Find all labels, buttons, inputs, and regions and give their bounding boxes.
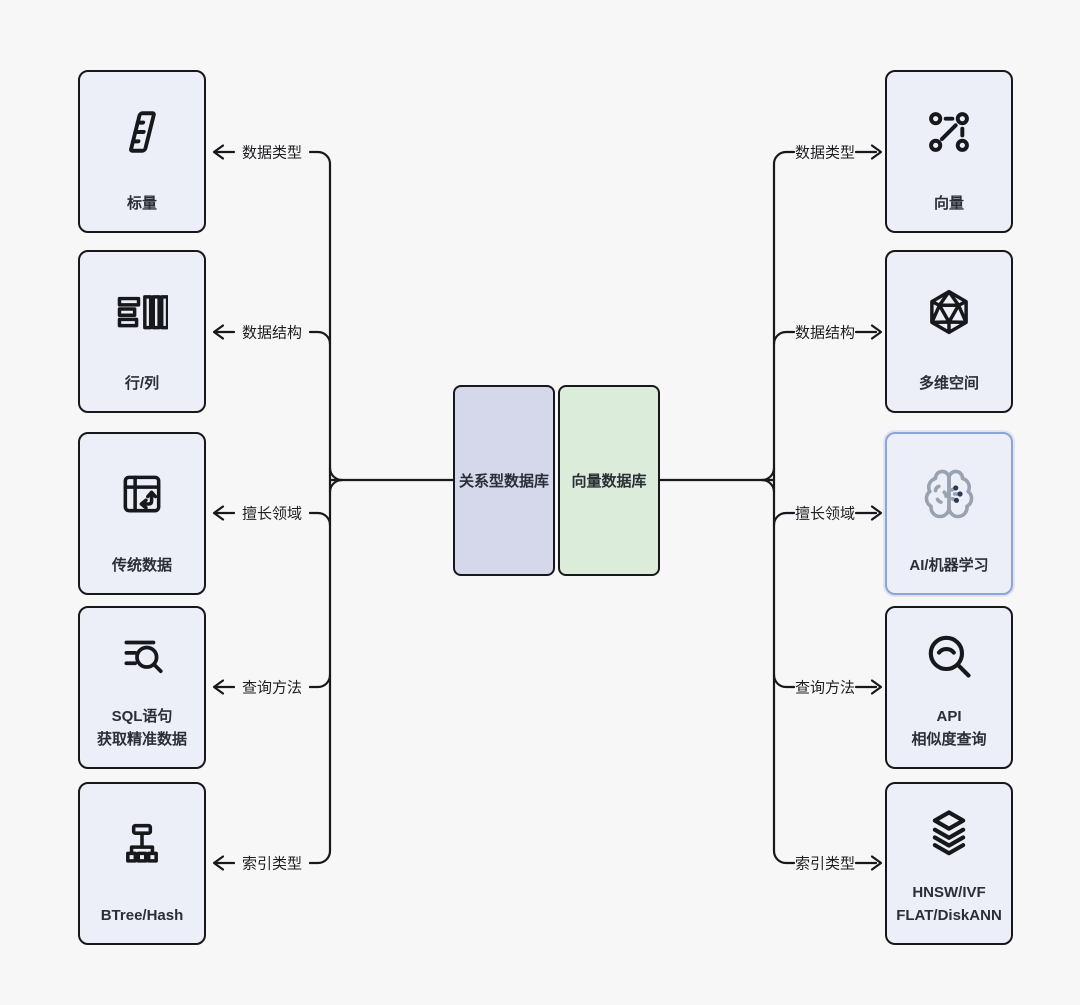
vector-db-node: 向量数据库 (558, 385, 660, 576)
connector-label-right-strength: 擅长领域 (794, 505, 856, 523)
tree-hierarchy-icon (126, 823, 158, 863)
right-branch-4 (772, 673, 796, 689)
brain-circuit-icon (924, 469, 974, 519)
connector-label-left-strength: 擅长领域 (241, 505, 303, 523)
card-api-similarity-query-label: API 相似度查询 (911, 707, 987, 748)
connector-label-left-index-type: 索引类型 (241, 855, 303, 873)
card-api-similarity-query: API 相似度查询 (885, 606, 1013, 769)
card-vector: 向量 (885, 70, 1013, 233)
right-trunk-line (772, 150, 796, 865)
search-list-icon (124, 640, 163, 674)
vector-points-icon (929, 111, 969, 152)
card-btree-hash: BTree/Hash (78, 782, 206, 945)
ruler-icon (129, 111, 156, 153)
card-sql-query-label: SQL语句 获取精准数据 (96, 707, 187, 748)
right-branch-2 (772, 330, 796, 346)
vector-db-label: 向量数据库 (571, 473, 647, 490)
card-index-algorithms: HNSW/IVF FLAT/DiskANN (885, 782, 1013, 945)
left-trunk-line (308, 150, 332, 865)
card-multidimensional-space-label: 多维空间 (918, 374, 979, 392)
card-vector-label: 向量 (933, 194, 964, 212)
connector-label-right-index-type: 索引类型 (794, 855, 856, 873)
card-traditional-data-label: 传统数据 (111, 556, 172, 574)
card-ai-machine-learning-label: AI/机器学习 (909, 556, 989, 574)
layers-icon (932, 810, 966, 856)
card-multidimensional-space: 多维空间 (885, 250, 1013, 413)
card-rows-columns: 行/列 (78, 250, 206, 413)
card-ai-machine-learning: AI/机器学习 (885, 432, 1013, 595)
connector-label-right-query-method: 查询方法 (794, 679, 856, 697)
relational-db-node: 关系型数据库 (453, 385, 555, 576)
left-branch-2 (308, 330, 332, 346)
card-sql-query: SQL语句 获取精准数据 (78, 606, 206, 769)
card-rows-columns-label: 行/列 (124, 374, 160, 392)
right-branch-3 (772, 511, 796, 527)
connector-label-left-data-type: 数据类型 (241, 144, 303, 162)
card-btree-hash-label: BTree/Hash (100, 906, 184, 924)
similarity-search-icon (928, 635, 971, 678)
card-index-algorithms-label: HNSW/IVF FLAT/DiskANN (896, 883, 1002, 924)
connector-label-left-query-method: 查询方法 (241, 679, 303, 697)
connector-label-right-data-type: 数据类型 (794, 144, 856, 162)
connector-label-right-data-structure: 数据结构 (794, 324, 856, 342)
polyhedron-icon (930, 289, 968, 334)
left-branch-3 (308, 511, 332, 527)
card-scalar: 标量 (78, 70, 206, 233)
left-branch-4 (308, 673, 332, 689)
relational-db-label: 关系型数据库 (458, 473, 549, 490)
table-arrows-icon (123, 475, 161, 513)
card-traditional-data: 传统数据 (78, 432, 206, 595)
connector-label-left-data-structure: 数据结构 (241, 324, 303, 342)
rows-columns-icon (117, 294, 168, 330)
card-scalar-label: 标量 (126, 194, 157, 212)
